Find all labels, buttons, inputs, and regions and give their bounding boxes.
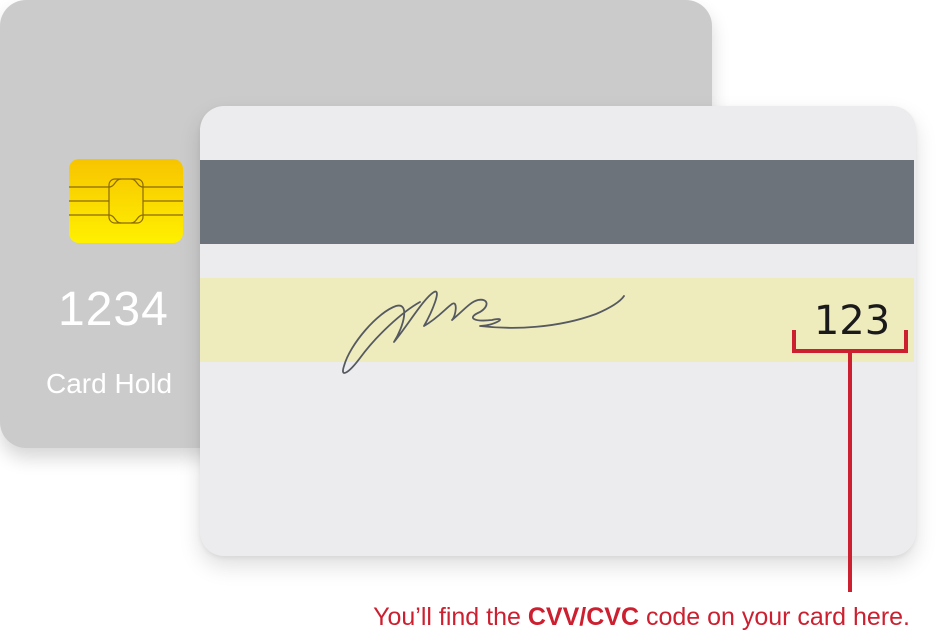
- cvv-code: 123: [813, 298, 891, 344]
- caption-text-after: code on your card here.: [639, 603, 910, 631]
- emv-chip-icon: [69, 159, 183, 243]
- magnetic-stripe: [200, 160, 914, 244]
- caption-text-before: You’ll find the: [373, 603, 528, 631]
- card-number: 1234: [58, 283, 169, 336]
- caption-highlight: CVV/CVC: [527, 603, 639, 631]
- card-holder-name: Card Hold: [46, 368, 173, 399]
- cvv-caption: You’ll find the CVV/CVC code on your car…: [180, 603, 910, 632]
- card-back: 123: [200, 106, 916, 556]
- signature-scribble: [342, 290, 625, 374]
